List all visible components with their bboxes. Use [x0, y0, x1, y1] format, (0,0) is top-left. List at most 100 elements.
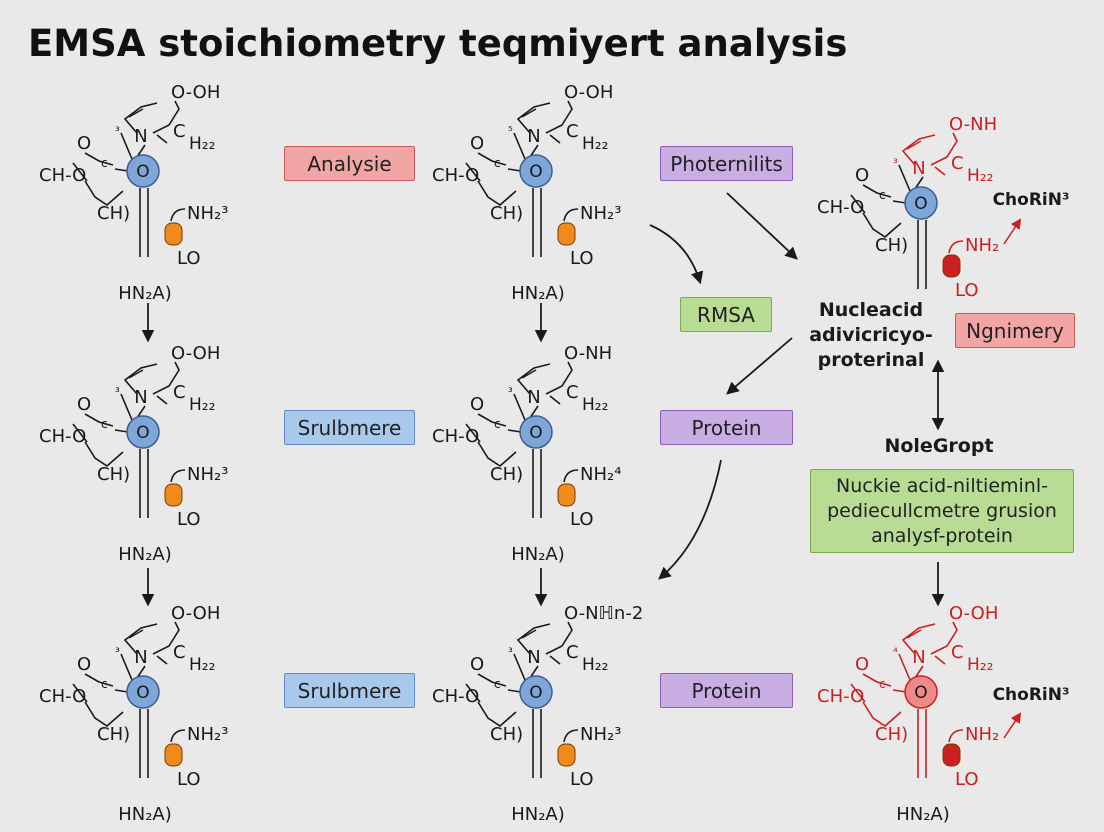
box-srulbmere-1: Srulbmere [284, 410, 415, 445]
center-atom-circle [904, 675, 938, 709]
base-label: HN₂A) [118, 544, 172, 565]
residue-capsule [942, 254, 961, 278]
residue-capsule [164, 743, 183, 767]
superscript-label: ³ [115, 385, 120, 399]
left-group-label: CH-O [432, 165, 479, 186]
left-ring-lower [862, 701, 902, 728]
carbon-label: C [566, 382, 579, 403]
base-label: HN₂A) [511, 804, 565, 825]
page-title: EMSA stoichiometry teqmiyert analysis [28, 22, 848, 65]
ring-bond-right [545, 361, 573, 395]
superscript-label: ⁵ [508, 124, 513, 138]
arrow-red-chorin-1 [1003, 218, 1022, 245]
small-c-label: c [101, 417, 108, 431]
carbon-label: C [173, 642, 186, 663]
residue-capsule [557, 483, 576, 507]
center-atom-label: O [136, 423, 149, 443]
left-group-label: CH-O [817, 197, 864, 218]
group-top-label: O-OH [171, 603, 220, 624]
box-photernilits: Photernilits [660, 146, 793, 181]
ring-bond-top [123, 623, 158, 655]
bond-c-center [114, 689, 129, 693]
ring-oxygen-label: O [855, 165, 869, 186]
center-atom-label: O [529, 683, 542, 703]
ch-label: CH) [97, 203, 130, 224]
ch-label: CH) [875, 724, 908, 745]
lo-label: LO [955, 280, 979, 301]
bond-to-h [549, 655, 561, 665]
bond-to-h [934, 166, 946, 176]
base-label: HN₂A) [511, 544, 565, 565]
hydrogen-label: H₂₂ [189, 134, 215, 154]
nitrogen-label: N [527, 126, 540, 147]
left-group-label: CH-O [39, 686, 86, 707]
small-c-label: c [101, 156, 108, 170]
center-atom-label: O [529, 162, 542, 182]
base-label: HN₂A) [896, 804, 950, 825]
ring-bond-right [545, 100, 573, 134]
amine-label: NH₂³ [580, 724, 621, 745]
nitrogen-label: N [527, 387, 540, 408]
left-ring-side [465, 683, 481, 703]
superscript-label: ⁴ [893, 645, 898, 659]
bond-to-h [549, 395, 561, 405]
left-ring-side [465, 162, 481, 182]
arrow-nucleacid-to-protein [726, 337, 793, 395]
hydrogen-label: H₂₂ [582, 134, 608, 154]
bond-amine [563, 208, 579, 222]
group-top-label: O-OH [171, 343, 220, 364]
box-srulbmere-2: Srulbmere [284, 673, 415, 708]
left-ring-upper [477, 152, 507, 166]
left-ring-lower [477, 701, 517, 728]
box-nucleic-acid-summary: Nuckie acid-niltieminl- pediecullcmetre … [810, 469, 1074, 553]
left-ring-upper [862, 184, 892, 198]
ring-double-bond [906, 140, 922, 150]
bond-amine [170, 729, 186, 743]
bond-c-center [507, 689, 522, 693]
left-ring-lower [477, 441, 517, 468]
superscript-label: ³ [115, 124, 120, 138]
left-ring-side [850, 683, 866, 703]
carbon-label: C [566, 121, 579, 142]
group-top-label: O-OH [171, 82, 220, 103]
ring-oxygen-label: O [470, 394, 484, 415]
superscript-label: ³ [893, 156, 898, 170]
nitrogen-label: N [912, 158, 925, 179]
amine-label: NH₂³ [187, 464, 228, 485]
bond-amine [170, 208, 186, 222]
ring-bond-right [152, 100, 180, 134]
small-c-label: c [879, 677, 886, 691]
left-ring-upper [84, 413, 114, 427]
bond-upper-left [513, 132, 526, 160]
left-ring-upper [477, 673, 507, 687]
left-ring-side [72, 162, 88, 182]
group-top-label: O-OH [564, 82, 613, 103]
box-rmsa: RMSA [680, 297, 772, 332]
ch-label: CH) [490, 203, 523, 224]
group-top-label: O-Nℍn-2 [564, 603, 643, 624]
hydrogen-label: H₂₂ [582, 395, 608, 415]
hydrogen-label: H₂₂ [582, 655, 608, 675]
lo-label: LO [177, 509, 201, 530]
bond-to-h [549, 134, 561, 144]
superscript-label: ³ [508, 645, 513, 659]
nitrogen-label: N [134, 126, 147, 147]
center-atom-circle [126, 675, 160, 709]
ring-bond-top [516, 363, 551, 395]
ring-oxygen-label: O [77, 654, 91, 675]
center-atom-label: O [529, 423, 542, 443]
bond-to-h [156, 655, 168, 665]
ring-bond-top [123, 363, 158, 395]
ring-double-bond [906, 629, 922, 639]
ch-label: CH) [97, 464, 130, 485]
left-ring-side [72, 683, 88, 703]
ring-bond-top [901, 134, 936, 166]
bond-c-center [507, 429, 522, 433]
group-top-label: O-NH [949, 114, 997, 135]
summary-line-2: pediecullcmetre grusion [827, 499, 1057, 522]
nitrogen-label: N [527, 647, 540, 668]
ch-label: CH) [490, 464, 523, 485]
bond-upper-left [120, 653, 133, 681]
